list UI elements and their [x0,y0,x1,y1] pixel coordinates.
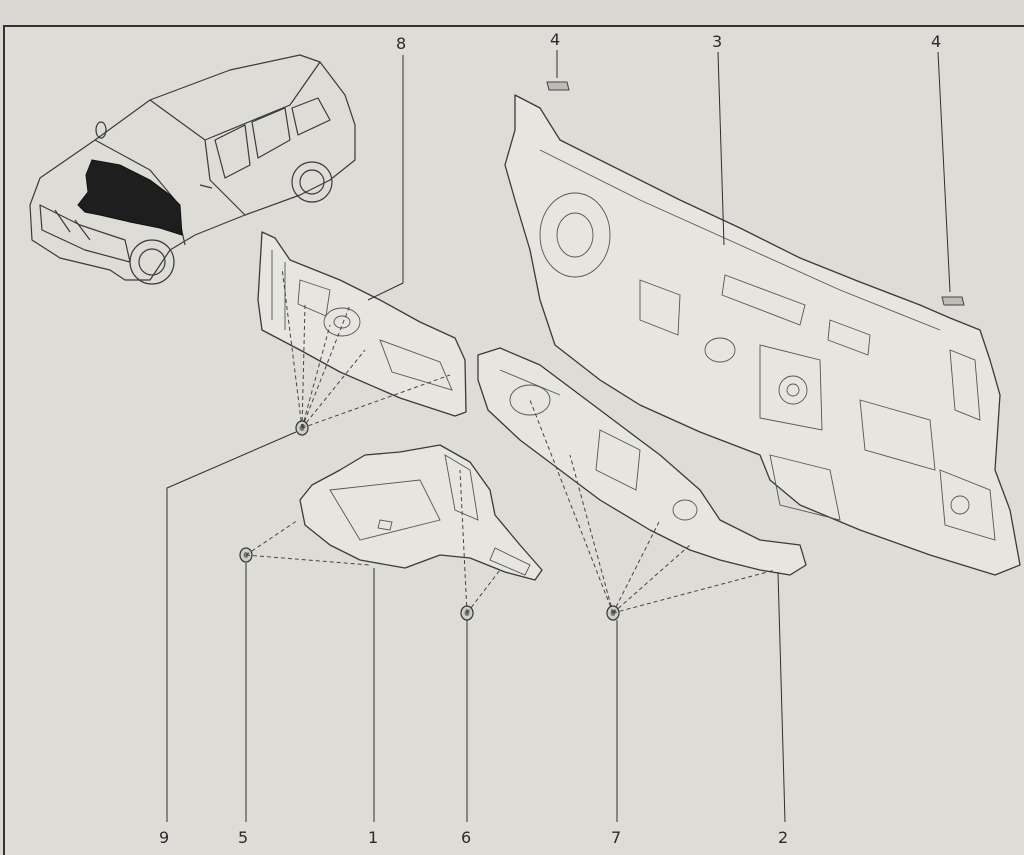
callout-leaders [166,50,951,823]
part-3-bulkhead-panel [504,94,1021,576]
callout-3: 3 [712,32,722,51]
callout-labels: 8 4 3 4 9 5 1 6 7 2 [159,30,941,847]
part-1-lower-insulation [299,444,543,581]
highlighted-bulkhead-area [77,159,183,236]
callout-1: 1 [368,828,378,847]
callout-9: 9 [159,828,169,847]
callout-4-right: 4 [931,32,941,51]
assembly-guide-lines [245,267,776,614]
part-2-dash-insulation [477,347,807,576]
part-8-inner-insulation [257,231,467,417]
callout-8: 8 [396,34,406,53]
callout-6: 6 [461,828,471,847]
callout-5: 5 [238,828,248,847]
callout-4-upper: 4 [550,30,560,49]
callout-2: 2 [778,828,788,847]
callout-7: 7 [611,828,621,847]
part-4-pad-right [941,296,965,306]
part-4-pad-upper [546,81,570,91]
vehicle-thumbnail [29,54,356,285]
